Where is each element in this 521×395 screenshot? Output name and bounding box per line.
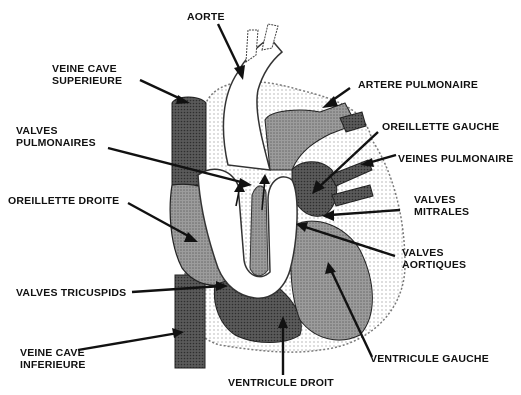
label-veine-cave-superieure-line1: VEINE CAVE [52, 63, 117, 75]
label-artere-pulmonaire: ARTERE PULMONAIRE [358, 79, 478, 91]
label-valves-mitrales-line1: VALVES [414, 194, 456, 206]
label-veines-pulmonaire: VEINES PULMONAIRE [398, 153, 513, 165]
label-veine-cave-inferieure-line2: INFERIEURE [20, 359, 86, 371]
label-valves-mitrales-line2: MITRALES [414, 206, 469, 218]
label-veine-cave-inferieure-line1: VEINE CAVE [20, 347, 85, 359]
label-valves-tricuspids: VALVES TRICUSPIDS [16, 287, 126, 299]
label-oreillette-gauche: OREILLETTE GAUCHE [382, 121, 499, 133]
label-veine-cave-superieure-line2: SUPERIEURE [52, 75, 122, 87]
label-ventricule-droit: VENTRICULE DROIT [228, 377, 334, 389]
label-ventricule-gauche: VENTRICULE GAUCHE [370, 353, 489, 365]
label-valves-pulmonaires-line2: PULMONAIRES [16, 137, 96, 149]
septum-shape [250, 186, 268, 276]
label-valves-aortiques-line2: AORTIQUES [402, 259, 466, 271]
label-oreillette-droite: OREILLETTE DROITE [8, 195, 119, 207]
label-aorte: AORTE [187, 11, 225, 23]
label-valves-pulmonaires-line1: VALVES [16, 125, 58, 137]
label-valves-aortiques-line1: VALVES [402, 247, 444, 259]
